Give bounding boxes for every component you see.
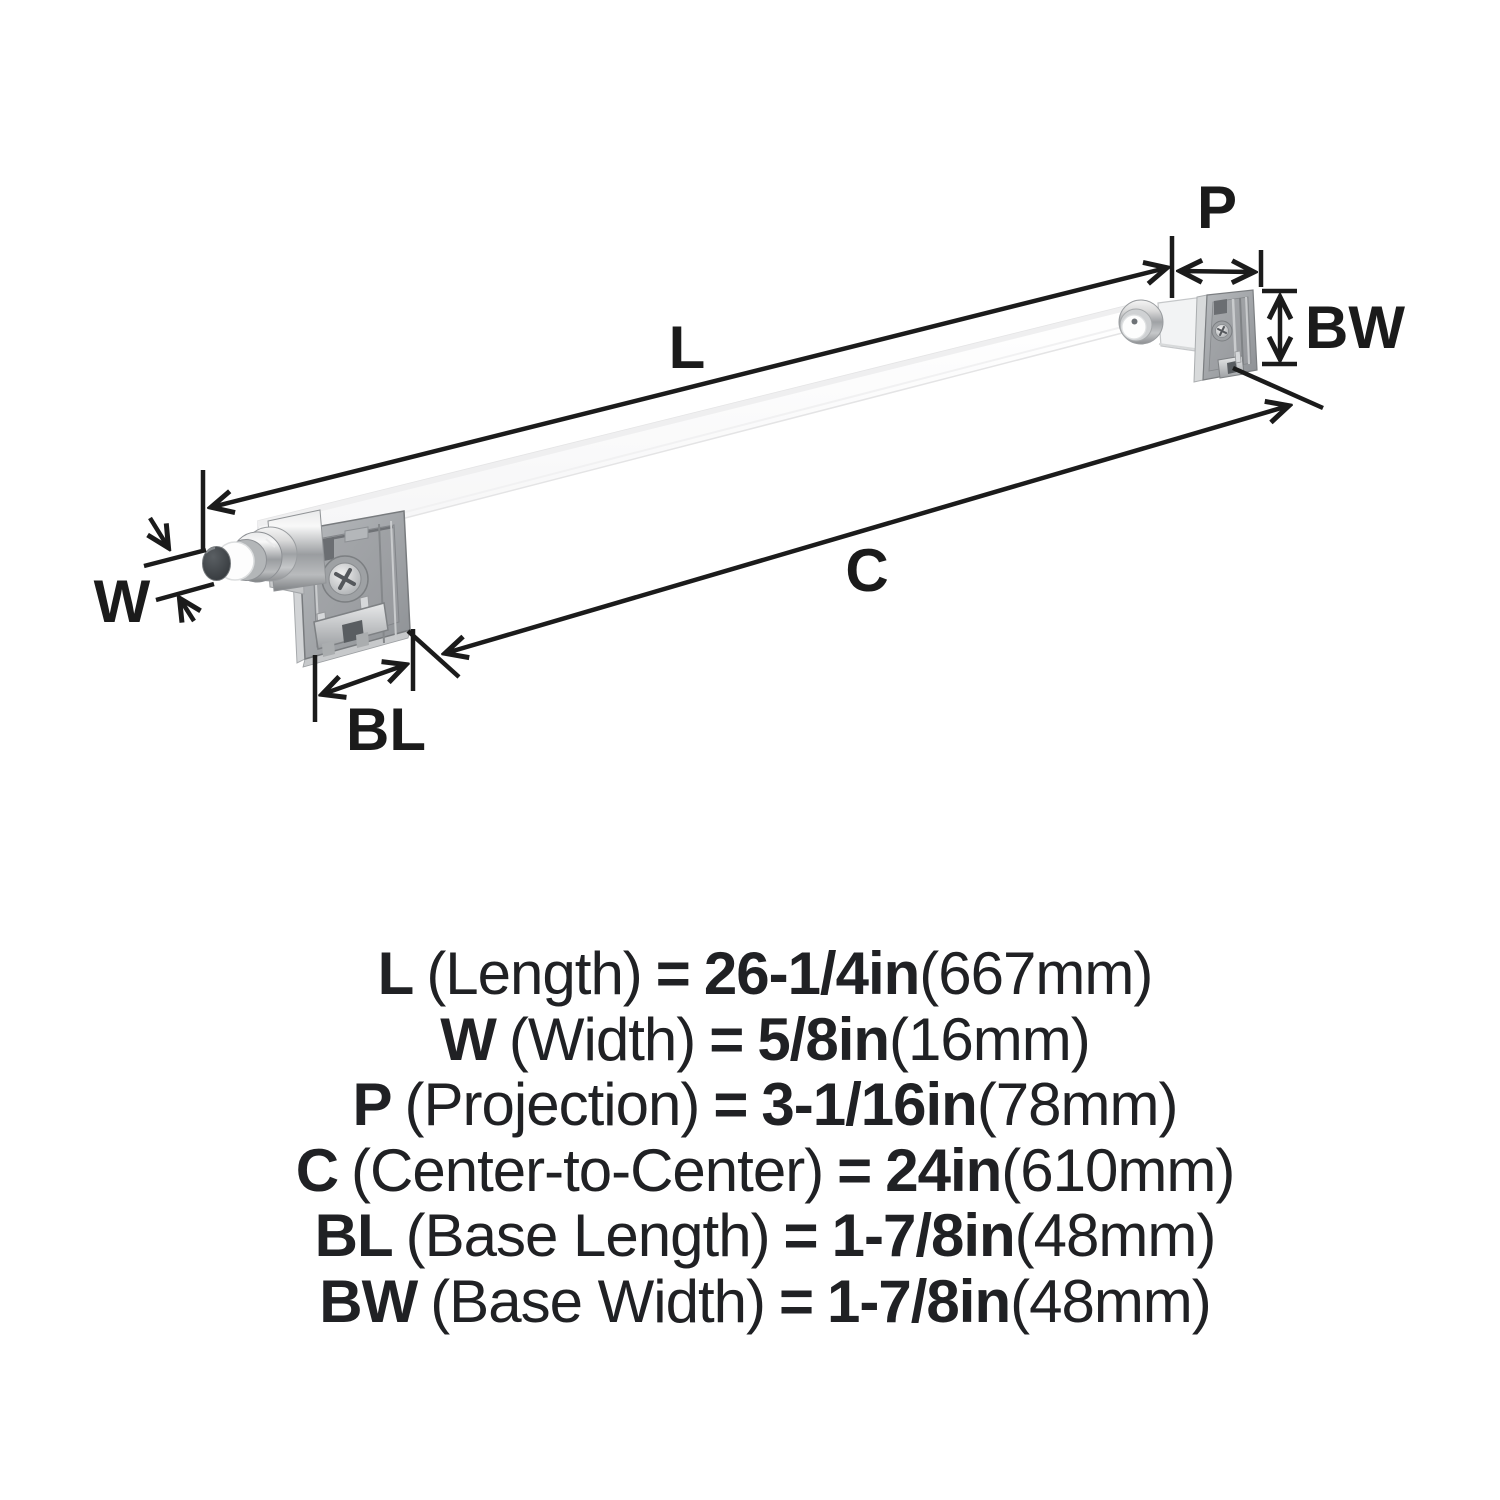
spec-metric: (16mm) [889,1005,1091,1073]
spec-line-center-to-center: C(Center-to-Center)=24in(610mm) [30,1136,1500,1204]
spec-metric: (610mm) [1001,1136,1235,1204]
extension-tick [406,629,461,679]
dimension-letter-labels: L C P BW W BL [94,174,1406,763]
spec-metric: (667mm) [919,940,1153,1007]
spec-value: 24in [885,1136,1002,1204]
product-diagram: L C P BW W BL [94,174,1406,763]
equals-sign: = [778,1267,814,1335]
spec-metric: (48mm) [1010,1267,1212,1335]
spec-line-width: W(Width)=5/8in(16mm) [30,1005,1500,1073]
spec-name: (Base Length) [405,1202,771,1269]
spec-name: (Width) [508,1005,696,1073]
spec-line-length: L(Length)=26-1/4in(667mm) [30,941,1500,1007]
spec-value: 5/8in [757,1005,890,1073]
spec-line-base-length: BL(Base Length)=1-7/8in(48mm) [30,1203,1500,1269]
spec-name: (Base Width) [430,1267,766,1335]
spec-label: W [440,1005,497,1073]
equals-sign: = [783,1202,819,1269]
towel-bar-illustration [202,289,1258,668]
left-bar-end-face [202,546,231,581]
spec-name: (Center-to-Center) [351,1136,824,1204]
spec-value: 3-1/16in [761,1071,977,1138]
equals-sign: = [709,1005,744,1073]
label-C: C [845,537,888,604]
spec-name: (Length) [426,940,642,1007]
spec-label: BL [314,1202,394,1269]
spec-name: (Projection) [404,1071,701,1138]
left-mount-clip [313,595,389,657]
equals-sign: = [837,1136,872,1204]
spec-label: P [352,1071,393,1138]
dimension-annotations [143,236,1324,722]
dimension-spec-list: L(Length)=26-1/4in(667mm) W(Width)=5/8in… [0,941,1500,1334]
dimension-line-L [212,268,1166,507]
spec-label: L [377,940,415,1007]
dimension-line-BL [323,665,405,694]
extension-tick [143,547,207,569]
label-BL: BL [346,696,426,763]
equals-sign: = [655,940,691,1007]
equals-sign: = [713,1071,748,1138]
spec-value: 1-7/8in [831,1202,1016,1269]
spec-line-base-width: BW(Base Width)=1-7/8in(48mm) [30,1267,1500,1335]
label-W: W [94,568,151,635]
spec-value: 26-1/4in [703,940,920,1007]
extension-tick [1232,365,1324,411]
spec-metric: (48mm) [1014,1202,1217,1269]
spec-metric: (78mm) [976,1071,1179,1138]
dimension-arrow-W-bottom [180,599,194,621]
spec-value: 1-7/8in [827,1267,1011,1335]
spec-label: BW [319,1267,418,1335]
spec-line-projection: P(Projection)=3-1/16in(78mm) [30,1072,1500,1138]
spec-label: C [295,1136,339,1204]
left-bracket [202,509,411,668]
dimension-line-C [446,406,1288,653]
extension-tick [155,581,215,603]
label-L: L [669,314,706,381]
dimension-line-P [1181,271,1253,272]
label-P: P [1197,174,1237,241]
dimension-arrow-W-top [150,516,168,547]
label-BW: BW [1305,294,1405,361]
